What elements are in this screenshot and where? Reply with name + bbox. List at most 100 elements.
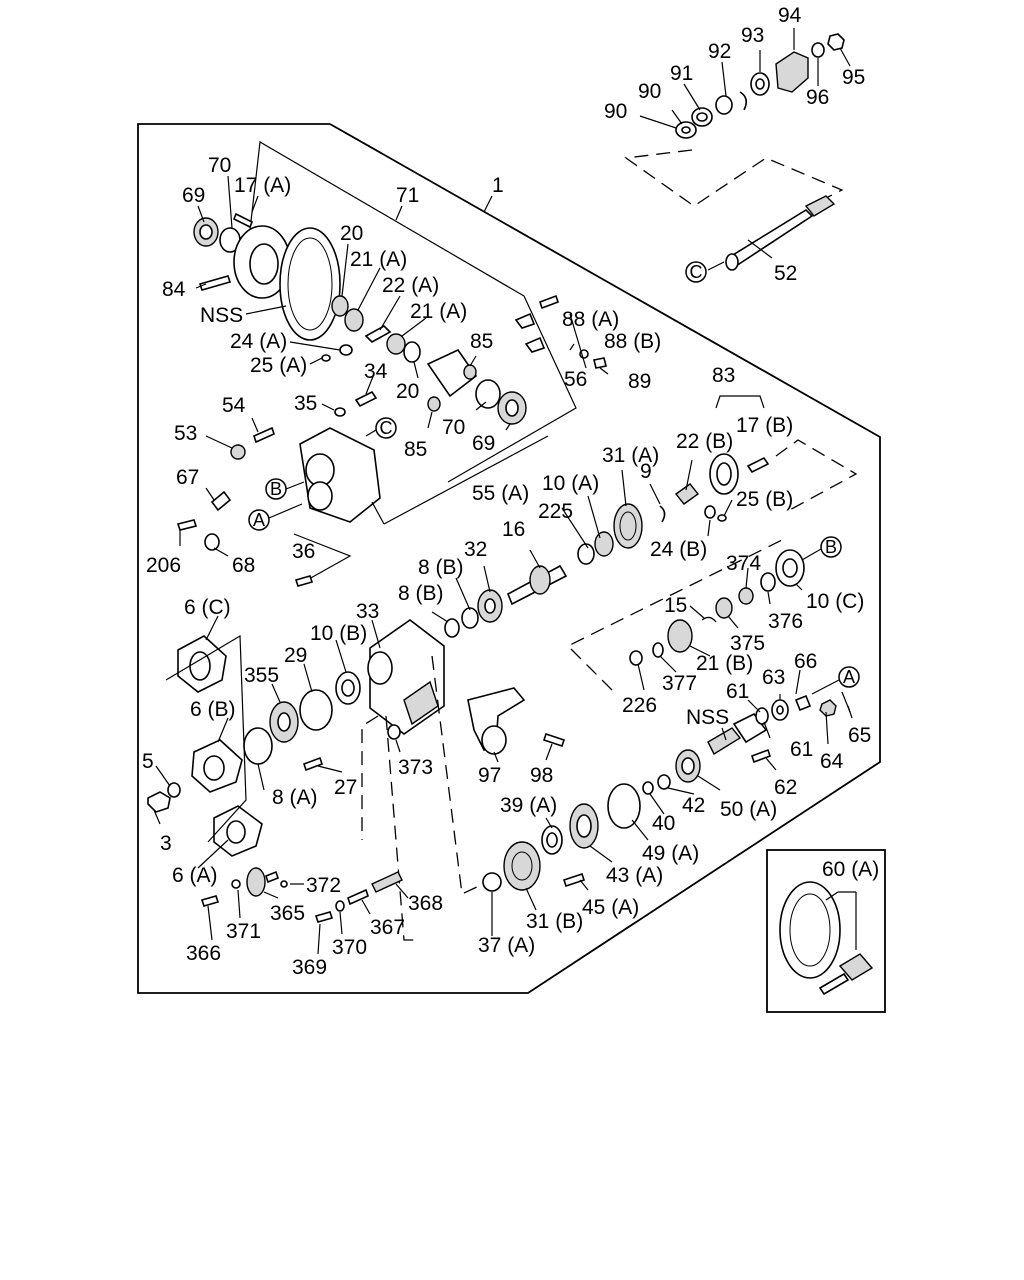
label-6b: 6 (B) [190, 698, 236, 721]
label-37a: 37 (A) [478, 934, 535, 957]
label-69-top: 69 [182, 184, 205, 207]
assembly-frame [137, 123, 881, 994]
label-226: 226 [622, 694, 657, 717]
part-labels: 94 93 92 91 90 90 95 96 52 1 71 70 17 (A… [142, 4, 879, 979]
label-64: 64 [820, 750, 844, 773]
ref-b-housing: B [270, 479, 282, 499]
ref-circle-a-right [838, 666, 860, 688]
ref-circle-b-right [820, 536, 842, 558]
label-42: 42 [682, 794, 705, 817]
label-32: 32 [464, 538, 487, 561]
inset-box-60a [766, 849, 886, 1013]
label-5: 5 [142, 750, 154, 773]
label-9: 9 [640, 460, 652, 483]
label-29: 29 [284, 644, 307, 667]
label-35: 35 [294, 392, 317, 415]
label-61-lower: 61 [790, 738, 813, 761]
label-33: 33 [356, 600, 379, 623]
label-70-top: 70 [208, 154, 231, 177]
label-96: 96 [806, 86, 829, 109]
label-225: 225 [538, 500, 573, 523]
ref-c-top: C [690, 262, 703, 282]
label-71: 71 [396, 184, 419, 207]
label-62: 62 [774, 776, 797, 799]
label-63: 63 [762, 666, 785, 689]
label-95: 95 [842, 66, 865, 89]
label-88b: 88 (B) [604, 330, 661, 353]
label-85-top: 85 [470, 330, 493, 353]
label-370: 370 [332, 936, 367, 959]
label-17b: 17 (B) [736, 414, 793, 437]
label-68: 68 [232, 554, 255, 577]
label-20-mid: 20 [396, 380, 419, 403]
label-43a: 43 (A) [606, 864, 663, 887]
ref-circle-c-housing [375, 417, 397, 439]
label-373: 373 [398, 756, 433, 779]
label-372: 372 [306, 874, 341, 897]
label-98: 98 [530, 764, 553, 787]
label-90-a: 90 [638, 80, 661, 103]
label-39a: 39 (A) [500, 794, 557, 817]
ref-circle-c-top [685, 261, 707, 283]
label-25b: 25 (B) [736, 488, 793, 511]
label-69-mid: 69 [472, 432, 495, 455]
label-84: 84 [162, 278, 186, 301]
label-25a: 25 (A) [250, 354, 307, 377]
label-50a: 50 (A) [720, 798, 777, 821]
label-88a: 88 (A) [562, 308, 619, 331]
label-24b: 24 (B) [650, 538, 707, 561]
label-67: 67 [176, 466, 199, 489]
ref-b-right: B [825, 537, 837, 557]
label-34: 34 [364, 360, 388, 383]
label-377: 377 [662, 672, 697, 695]
label-49a: 49 (A) [642, 842, 699, 865]
label-93: 93 [741, 24, 764, 47]
transfer-housing-group [147, 619, 566, 941]
label-371: 371 [226, 920, 261, 943]
label-8b-lower: 8 (B) [398, 582, 444, 605]
leader-lines [153, 28, 853, 955]
label-24a: 24 (A) [230, 330, 287, 353]
label-3: 3 [160, 832, 172, 855]
propeller-shaft-group [624, 33, 845, 271]
label-21b: 21 (B) [696, 652, 753, 675]
label-10b: 10 (B) [310, 622, 367, 645]
label-15: 15 [664, 594, 687, 617]
label-60a: 60 (A) [822, 858, 879, 881]
label-6c: 6 (C) [184, 596, 231, 619]
label-21a-top: 21 (A) [350, 248, 407, 271]
ref-c-housing: C [380, 418, 393, 438]
label-56: 56 [564, 368, 587, 391]
label-36: 36 [292, 540, 315, 563]
label-1: 1 [492, 174, 504, 197]
ring-pinion-set-inset [779, 881, 874, 996]
label-61-upper: 61 [726, 680, 749, 703]
label-53: 53 [174, 422, 197, 445]
label-89: 89 [628, 370, 651, 393]
label-nss-top: NSS [200, 304, 243, 327]
label-83: 83 [712, 364, 735, 387]
label-90-b: 90 [604, 100, 627, 123]
label-22b: 22 (B) [676, 430, 733, 453]
label-20-top: 20 [340, 222, 363, 245]
label-376: 376 [768, 610, 803, 633]
label-366: 366 [186, 942, 221, 965]
label-65: 65 [848, 724, 871, 747]
ref-a-housing: A [253, 510, 265, 530]
ref-a-right: A [843, 667, 855, 687]
label-92: 92 [708, 40, 731, 63]
label-70-mid: 70 [442, 416, 465, 439]
label-31b: 31 (B) [526, 910, 583, 933]
label-375: 375 [730, 632, 765, 655]
label-97: 97 [478, 764, 501, 787]
label-10a: 10 (A) [542, 472, 599, 495]
label-10c: 10 (C) [806, 590, 864, 613]
label-16: 16 [502, 518, 525, 541]
label-8a: 8 (A) [272, 786, 318, 809]
label-369: 369 [292, 956, 327, 979]
label-8b-upper: 8 (B) [418, 556, 464, 579]
label-367: 367 [370, 916, 405, 939]
ref-circle-a-housing [248, 509, 270, 531]
reference-markers: C C B A B A [248, 261, 860, 695]
